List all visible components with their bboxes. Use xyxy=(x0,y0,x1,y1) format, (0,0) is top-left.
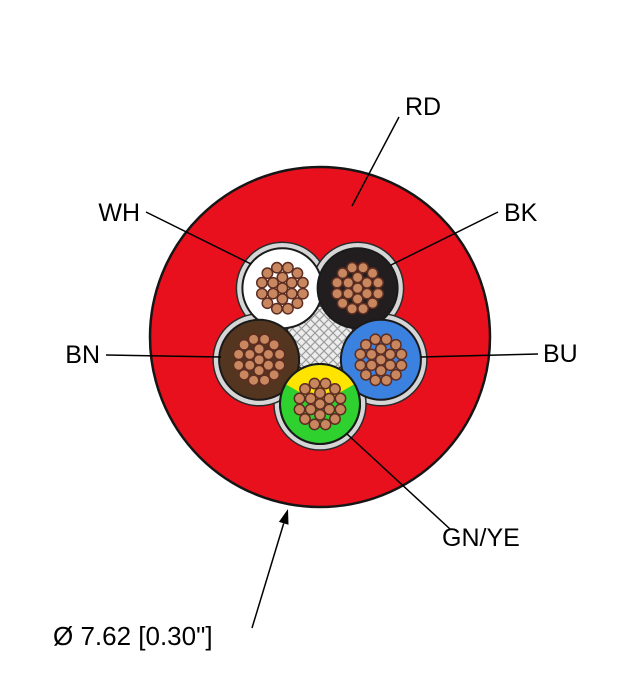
conductor-gnye xyxy=(279,363,361,445)
label-bn: BN xyxy=(65,341,100,369)
label-bk: BK xyxy=(504,199,538,227)
leader-bk xyxy=(390,211,499,266)
leader-lines xyxy=(105,116,539,530)
copper-strands xyxy=(255,261,309,315)
copper-strands xyxy=(354,333,408,387)
dimension-arrowhead xyxy=(278,509,289,525)
conductor-bk xyxy=(316,247,399,330)
copper-strands xyxy=(331,261,385,315)
leader-gnye xyxy=(346,433,451,530)
conductor-bn xyxy=(218,318,301,401)
dimension-callout xyxy=(251,509,289,629)
dimension-label: Ø 7.62 [0.30"] xyxy=(53,621,213,651)
leader-rd xyxy=(351,116,400,207)
copper-strands xyxy=(232,333,286,387)
leader-wh xyxy=(145,211,252,265)
conductor-wh xyxy=(241,247,324,330)
label-rd: RD xyxy=(405,93,441,121)
conductor-bu xyxy=(339,318,422,401)
label-wh: WH xyxy=(98,199,140,227)
label-bu: BU xyxy=(543,340,578,368)
dimension-arrow-line xyxy=(251,523,285,629)
leader-bu xyxy=(420,353,539,358)
leader-bn xyxy=(105,354,222,358)
copper-strands xyxy=(293,377,347,431)
label-gnye: GN/YE xyxy=(442,524,520,552)
